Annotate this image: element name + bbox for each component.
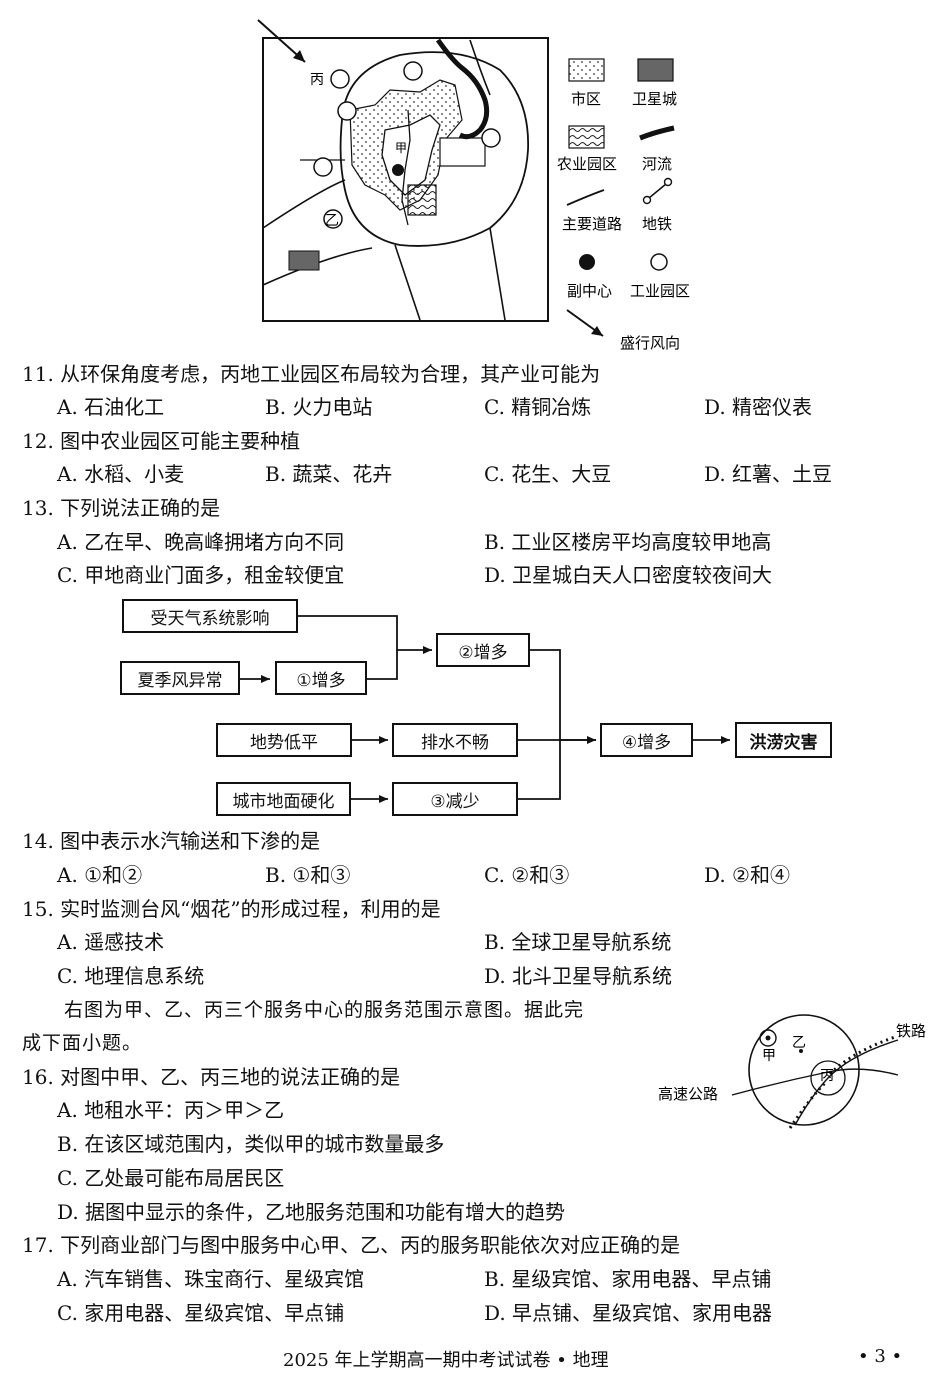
q13-option-b[interactable]: B. 工业区楼房平均高度较甲地高 (484, 530, 772, 554)
flow-node-2: ②增多 (436, 633, 530, 667)
question-16: 16. 对图中甲、乙、丙三地的说法正确的是 (22, 1065, 401, 1089)
question-11: 11. 从环保角度考虑，丙地工业园区布局较为合理，其产业可能为 (22, 362, 601, 386)
flow-monsoon: 夏季风异常 (120, 661, 240, 695)
q15-option-a[interactable]: A. 遥感技术 (57, 930, 165, 954)
q13-option-c[interactable]: C. 甲地商业门面多，租金较便宜 (57, 563, 345, 587)
q15-option-d[interactable]: D. 北斗卫星导航系统 (484, 964, 673, 988)
q13-option-a[interactable]: A. 乙在早、晚高峰拥堵方向不同 (57, 530, 345, 554)
flow-weather: 受天气系统影响 (122, 599, 298, 633)
flow-node-1: ①增多 (275, 661, 367, 695)
svg-text:主要道路: 主要道路 (562, 215, 622, 233)
q17-option-b[interactable]: B. 星级宾馆、家用电器、早点铺 (484, 1267, 772, 1291)
q15-option-b[interactable]: B. 全球卫星导航系统 (484, 930, 672, 954)
q11-option-d[interactable]: D. 精密仪表 (704, 395, 813, 419)
label-yi: 乙 (325, 213, 339, 229)
question-12: 12. 图中农业园区可能主要种植 (22, 429, 301, 453)
svg-text:市区: 市区 (571, 90, 601, 108)
q14-option-a[interactable]: A. ①和② (57, 863, 143, 887)
q17-option-a[interactable]: A. 汽车销售、珠宝商行、星级宾馆 (57, 1267, 365, 1291)
flow-node-4: ④增多 (600, 723, 693, 757)
q15-option-c[interactable]: C. 地理信息系统 (57, 964, 205, 988)
flow-harden: 城市地面硬化 (216, 782, 351, 816)
q17-option-c[interactable]: C. 家用电器、星级宾馆、早点铺 (57, 1301, 345, 1325)
intro-line-2: 成下面小题。 (22, 1032, 143, 1054)
label-jia: 甲 (395, 141, 407, 155)
svg-text:乙: 乙 (792, 1035, 806, 1051)
q14-option-c[interactable]: C. ②和③ (484, 863, 570, 887)
q12-option-b[interactable]: B. 蔬菜、花卉 (265, 462, 393, 486)
svg-text:地铁: 地铁 (642, 215, 672, 233)
q14-option-d[interactable]: D. ②和④ (704, 863, 790, 887)
service-range-map: 甲 乙 丙 铁路 高速公路 (658, 1014, 926, 1129)
svg-text:副中心: 副中心 (567, 282, 612, 300)
q17-option-d[interactable]: D. 早点铺、星级宾馆、家用电器 (484, 1301, 773, 1325)
q12-option-c[interactable]: C. 花生、大豆 (484, 462, 612, 486)
flow-drain: 排水不畅 (392, 723, 518, 757)
q12-option-a[interactable]: A. 水稻、小麦 (57, 462, 185, 486)
subcenter-dot (392, 164, 404, 176)
flow-diagram-lines (240, 615, 730, 803)
flow-node-3: ③减少 (392, 782, 518, 816)
flow-flood: 洪涝灾害 (735, 722, 832, 758)
city-map: 丙 甲 乙 市区 卫星城 农业园区 河流 主要道路 地铁 副中心 工业园区 盛行… (257, 19, 690, 352)
intro-line-1: 右图为甲、乙、丙三个服务中心的服务范围示意图。据此完 (64, 999, 585, 1021)
q16-option-a[interactable]: A. 地租水平：丙＞甲＞乙 (57, 1098, 285, 1122)
q11-option-a[interactable]: A. 石油化工 (57, 395, 165, 419)
q16-option-b[interactable]: B. 在该区域范围内，类似甲的城市数量最多 (57, 1132, 445, 1156)
map-frame (262, 37, 549, 322)
river (435, 38, 490, 140)
agri-area (407, 184, 437, 216)
svg-text:卫星城: 卫星城 (632, 90, 677, 108)
q14-option-b[interactable]: B. ①和③ (265, 863, 351, 887)
question-14: 14. 图中表示水汽输送和下渗的是 (22, 829, 321, 853)
ring-road (339, 51, 529, 247)
svg-text:丙: 丙 (820, 1068, 834, 1084)
svg-text:铁路: 铁路 (896, 1022, 926, 1040)
question-15: 15. 实时监测台风“烟花”的形成过程，利用的是 (22, 897, 441, 921)
svg-text:河流: 河流 (642, 155, 672, 173)
q12-option-d[interactable]: D. 红薯、土豆 (704, 462, 833, 486)
flow-terrain: 地势低平 (216, 723, 352, 757)
question-13: 13. 下列说法正确的是 (22, 496, 221, 520)
svg-text:高速公路: 高速公路 (658, 1085, 718, 1103)
svg-text:甲: 甲 (762, 1048, 776, 1064)
q11-option-b[interactable]: B. 火力电站 (265, 395, 373, 419)
svg-text:工业园区: 工业园区 (630, 282, 690, 300)
svg-text:农业园区: 农业园区 (557, 155, 617, 173)
q11-option-c[interactable]: C. 精铜冶炼 (484, 395, 592, 419)
q16-option-c[interactable]: C. 乙处最可能布局居民区 (57, 1166, 285, 1190)
footer-title: 2025 年上学期高一期中考试试卷 • 地理 (283, 1350, 609, 1371)
svg-text:盛行风向: 盛行风向 (620, 334, 680, 352)
label-bing: 丙 (310, 72, 324, 88)
page-number: • 3 • (858, 1346, 903, 1367)
q16-option-d[interactable]: D. 据图中显示的条件，乙地服务范围和功能有增大的趋势 (57, 1200, 566, 1224)
question-17: 17. 下列商业部门与图中服务中心甲、乙、丙的服务职能依次对应正确的是 (22, 1233, 681, 1257)
q13-option-d[interactable]: D. 卫星城白天人口密度较夜间大 (484, 563, 773, 587)
satellite-city (288, 250, 320, 271)
